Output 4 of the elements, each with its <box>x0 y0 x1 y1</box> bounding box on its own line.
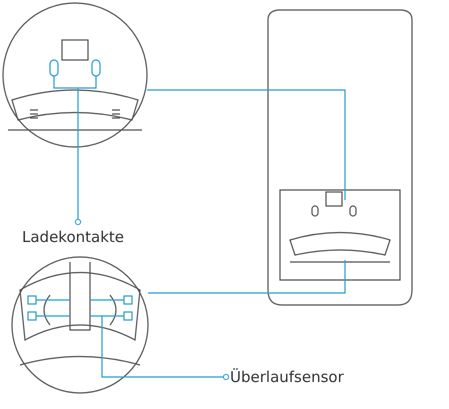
callout-label: Überlaufsensor <box>230 368 344 386</box>
leader-line <box>53 75 97 226</box>
callout-label: Ladekontakte <box>22 228 124 246</box>
leader-line <box>101 316 230 380</box>
